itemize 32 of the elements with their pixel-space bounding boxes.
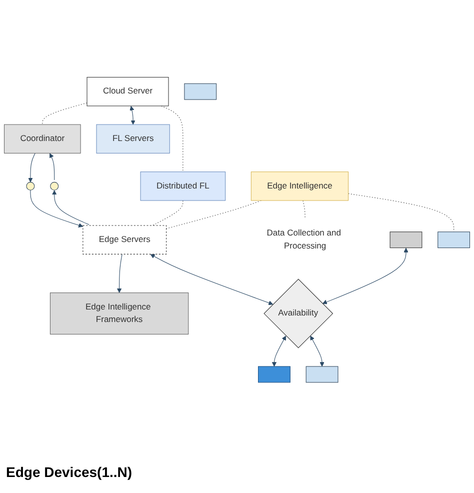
node-box: Coordinator bbox=[4, 124, 81, 154]
device-group-label: Edge Devices(1..N) bbox=[6, 464, 132, 480]
node-box: Edge Intelligence bbox=[250, 172, 349, 201]
connector bbox=[302, 200, 306, 220]
arrow bbox=[150, 254, 274, 306]
node-box bbox=[390, 232, 422, 248]
connector bbox=[166, 200, 262, 230]
node-box bbox=[258, 366, 290, 383]
node-box bbox=[184, 84, 217, 100]
node-box: FL Servers bbox=[96, 124, 170, 154]
arrow bbox=[28, 153, 36, 183]
connector bbox=[42, 102, 88, 125]
node-box: Cloud Server bbox=[86, 77, 169, 106]
arrow bbox=[310, 336, 324, 367]
arrow bbox=[322, 248, 408, 304]
node-text: Data Collection and Processing bbox=[266, 228, 341, 251]
arrow bbox=[116, 254, 122, 294]
connector bbox=[152, 200, 184, 226]
node-circle bbox=[50, 182, 59, 191]
node-box: Distributed FL bbox=[140, 172, 226, 201]
arrow bbox=[272, 336, 286, 367]
node-box bbox=[438, 232, 470, 248]
node-circle bbox=[26, 182, 35, 191]
arrow bbox=[30, 190, 84, 228]
node-box: Edge Servers bbox=[82, 225, 167, 255]
connector bbox=[160, 106, 184, 172]
arrow bbox=[52, 190, 90, 226]
arrow bbox=[50, 153, 55, 180]
arrow bbox=[130, 106, 136, 125]
node-box: Edge Intelligence Frameworks bbox=[50, 292, 189, 335]
node-box bbox=[306, 366, 338, 383]
node-diamond: Availability bbox=[264, 278, 334, 348]
